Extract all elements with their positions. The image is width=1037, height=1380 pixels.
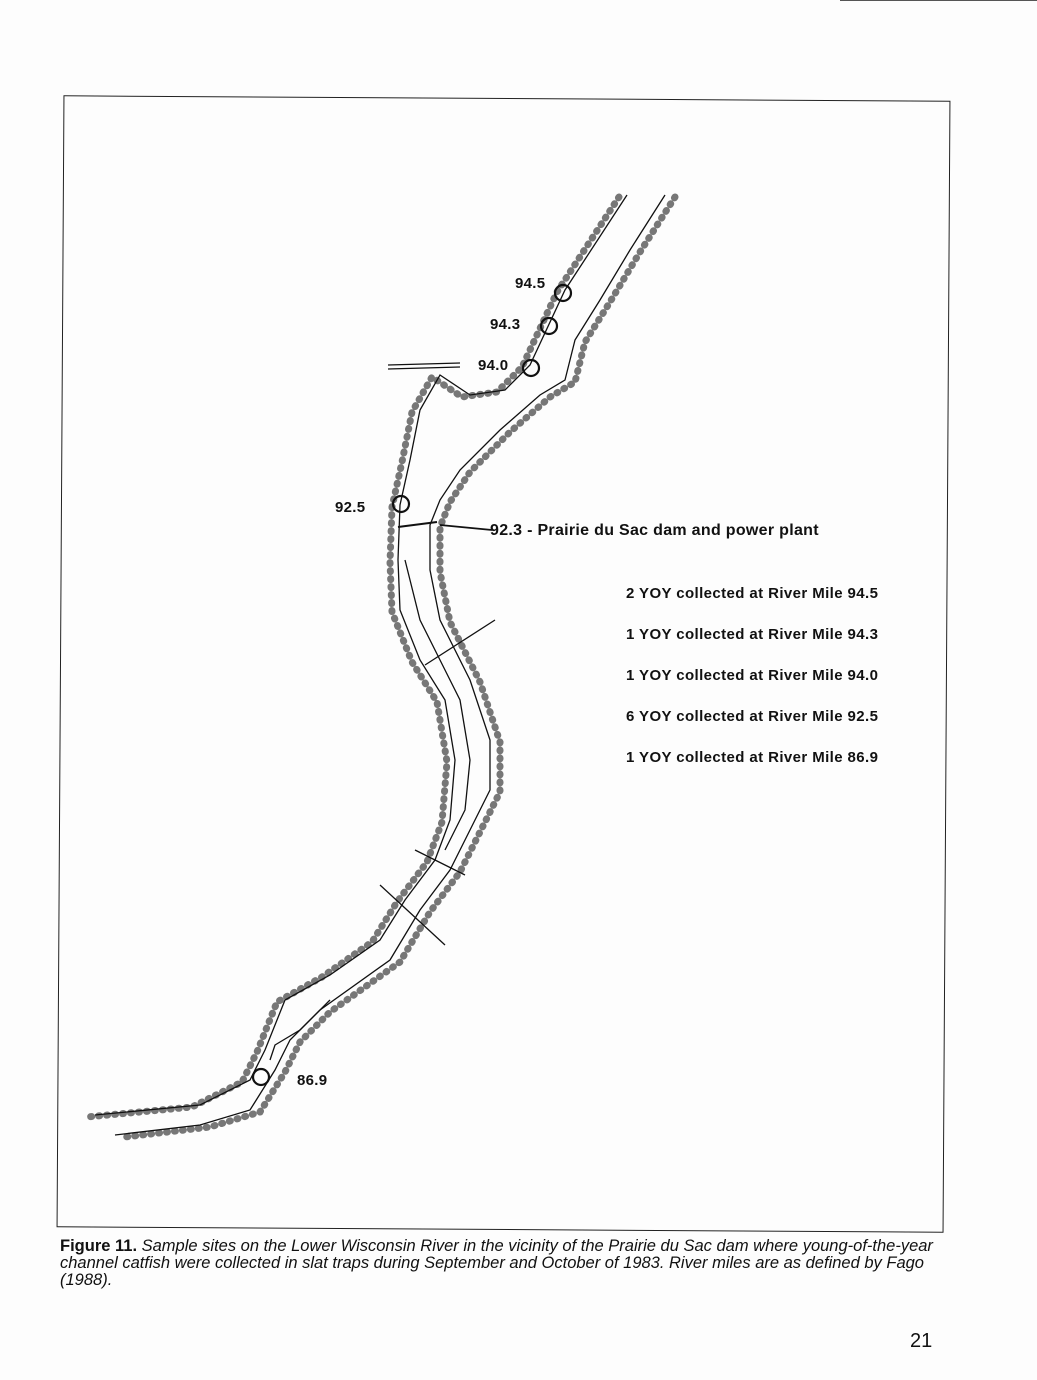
crossing-line xyxy=(379,884,446,946)
legend-item: 1 YOY collected at River Mile 94.0 xyxy=(626,667,879,684)
figure-label: Figure 11. xyxy=(60,1237,138,1255)
bridge xyxy=(387,366,461,370)
right-bank xyxy=(114,194,666,1136)
site-label: 92.5 xyxy=(335,499,366,516)
bridge xyxy=(387,362,461,366)
page-number: 21 xyxy=(910,1330,933,1352)
dam-leader-line xyxy=(439,524,493,531)
site-marker-94-0 xyxy=(521,358,541,378)
dam-line xyxy=(397,521,438,528)
legend-item: 1 YOY collected at River Mile 94.3 xyxy=(626,626,879,643)
site-marker-86-9 xyxy=(251,1067,271,1087)
inner-channel xyxy=(269,999,331,1061)
dam-label: 92.3 - Prairie du Sac dam and power plan… xyxy=(490,522,819,539)
site-label: 86.9 xyxy=(297,1072,328,1089)
left-bank-stipple xyxy=(83,193,623,1121)
left-bank xyxy=(94,194,628,1116)
site-label: 94.3 xyxy=(490,316,521,333)
legend-item: 1 YOY collected at River Mile 86.9 xyxy=(626,749,879,766)
site-label: 94.5 xyxy=(515,275,546,292)
right-bank-stipple xyxy=(121,193,679,1141)
legend-item: 2 YOY collected at River Mile 94.5 xyxy=(626,585,879,602)
site-marker-94-5 xyxy=(553,283,573,303)
crossing-line xyxy=(424,619,496,666)
site-label: 94.0 xyxy=(478,357,509,374)
legend-item: 6 YOY collected at River Mile 92.5 xyxy=(626,708,879,725)
caption-text: Sample sites on the Lower Wisconsin Rive… xyxy=(60,1237,933,1289)
figure-caption: Figure 11. Sample sites on the Lower Wis… xyxy=(60,1238,940,1289)
site-marker-92-5 xyxy=(391,494,411,514)
site-marker-94-3 xyxy=(539,316,559,336)
scan-edge-line xyxy=(840,0,1037,1)
inner-channel xyxy=(404,559,471,851)
crossing-line xyxy=(414,849,466,876)
